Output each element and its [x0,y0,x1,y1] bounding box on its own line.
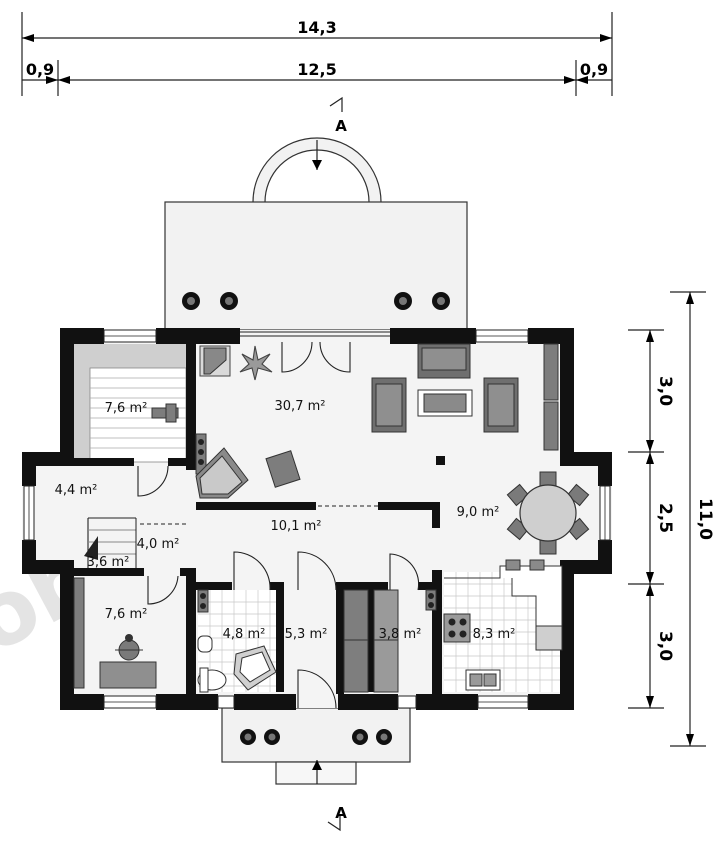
right-dimensions: 11,0 3,0 2,5 3,0 [628,291,715,747]
dim-top-total: 14,3 [297,18,336,37]
room-label-wardrobe: 3,8 m² [379,627,422,642]
balcony-door [240,331,390,373]
dining-table [506,471,590,555]
terrace [164,137,468,331]
room-label-office: 7,6 m² [105,607,148,622]
section-label-bottom: A [335,804,347,822]
room-label-stairs-top: 7,6 m² [105,401,148,416]
dim-right-segment-2: 2,5 [655,503,675,533]
room-label-dining: 9,0 m² [457,505,500,520]
room-label-entry-left: 4,4 m² [55,483,98,498]
dim-right-segment-3: 3,0 [655,631,675,661]
entry-porch [221,707,411,785]
room-labels: 7,6 m² 30,7 m² 4,4 m² 10,1 m² 4,0 m² 3,6… [55,399,516,642]
dim-top-right-margin: 0,9 [580,60,608,79]
section-label-top: A [335,117,347,135]
dim-top-left-margin: 0,9 [26,60,54,79]
room-label-vestibule: 5,3 m² [285,627,328,642]
top-dimensions: 14,3 12,5 0,9 0,9 [21,12,613,96]
section-mark-top: A [329,96,347,135]
room-label-stair-landing: 3,6 m² [87,555,130,570]
room-label-corridor: 10,1 m² [271,519,322,534]
room-label-hall-small: 4,0 m² [137,537,180,552]
furniture [73,343,590,693]
section-mark-bottom: A [327,804,347,832]
room-label-bathroom: 4,8 m² [223,627,266,642]
dim-top-inner: 12,5 [297,60,336,79]
room-label-kitchen: 8,3 m² [473,627,516,642]
dim-right-total: 11,0 [695,498,715,540]
window-glass-lines [28,335,606,703]
walls [22,328,612,710]
doors [137,465,420,709]
room-label-living: 30,7 m² [275,399,326,414]
plant-icon [239,345,273,381]
dim-right-segment-1: 3,0 [655,376,675,406]
